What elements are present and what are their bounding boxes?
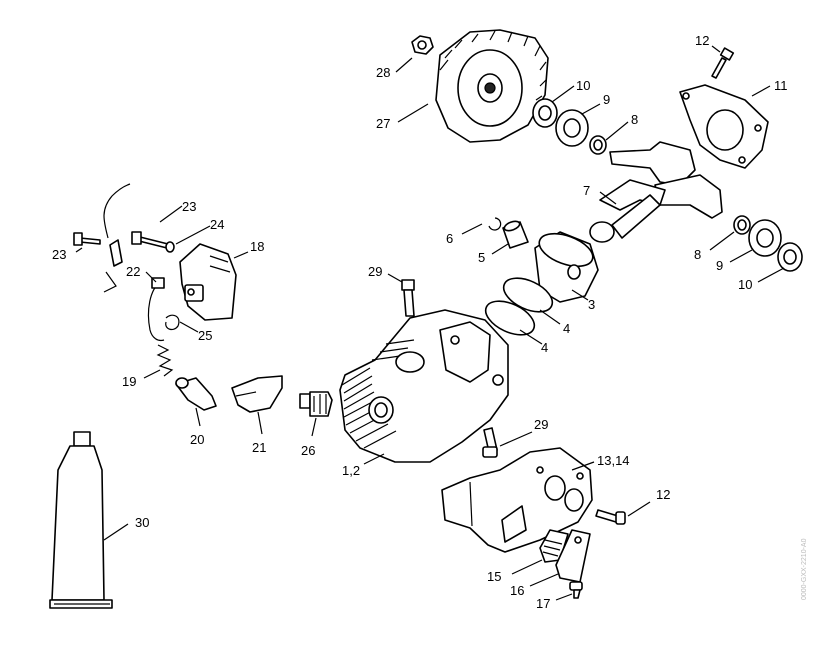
part-circlip-6 (488, 217, 502, 231)
callout-18: 18 (250, 239, 264, 254)
callout-9-lower: 9 (716, 258, 723, 273)
part-screw-23-right (131, 231, 169, 249)
part-screw-29-lower (482, 427, 498, 458)
callout-labels: 28 27 10 9 8 12 11 7 8 9 10 23 24 23 18 … (52, 33, 788, 611)
callout-25: 25 (198, 328, 212, 343)
callout-29-upper: 29 (368, 264, 382, 279)
callout-28: 28 (376, 65, 390, 80)
callout-22: 22 (126, 264, 140, 279)
part-spring-19 (156, 344, 174, 377)
part-spark-plug-26 (299, 391, 333, 417)
part-muffler-13-14 (441, 447, 593, 553)
callout-12-lower: 12 (656, 487, 670, 502)
callout-11: 11 (774, 78, 788, 93)
callout-23-left: 23 (52, 247, 66, 262)
part-ring-8-upper (589, 135, 607, 155)
callout-23-right: 23 (182, 199, 196, 214)
callout-7: 7 (583, 183, 590, 198)
callout-27: 27 (376, 116, 390, 131)
callout-4-upper: 4 (563, 321, 570, 336)
callout-10-upper: 10 (576, 78, 590, 93)
part-piston-3 (534, 231, 599, 303)
callout-17: 17 (536, 596, 550, 611)
callout-10-lower: 10 (738, 277, 752, 292)
part-screw-12-lower (595, 509, 626, 525)
callout-26: 26 (301, 443, 315, 458)
callout-13-14: 13,14 (597, 453, 630, 468)
callout-19: 19 (122, 374, 136, 389)
drawing-number-stamp: 0000-GXX-2210-A0 (801, 538, 808, 600)
callout-12-upper: 12 (695, 33, 709, 48)
leader-lines (75, 45, 785, 601)
callout-4-lower: 4 (541, 340, 548, 355)
part-ring-4-upper (502, 277, 554, 313)
part-screw-23-left (73, 232, 101, 246)
callout-6: 6 (446, 231, 453, 246)
callout-8-upper: 8 (631, 112, 638, 127)
part-crankcase-half-11 (679, 84, 769, 169)
part-spark-wire-22 (147, 277, 165, 342)
callout-20: 20 (190, 432, 204, 447)
callout-9-upper: 9 (603, 92, 610, 107)
callout-5: 5 (478, 250, 485, 265)
part-screw-17 (569, 581, 583, 599)
part-boot-20 (175, 377, 217, 411)
part-seal-10-upper (532, 98, 558, 128)
callout-15: 15 (487, 569, 501, 584)
part-ring-4-lower (484, 300, 536, 336)
part-crankshaft-7 (589, 141, 723, 243)
part-bearing-9-upper (555, 109, 589, 147)
callout-3: 3 (588, 297, 595, 312)
part-piston-pin-5 (502, 220, 529, 249)
part-nut-28 (411, 35, 434, 55)
part-seal-10-lower (777, 242, 803, 272)
part-clip-25 (165, 314, 180, 331)
callout-16: 16 (510, 583, 524, 598)
part-grease-tube-30 (49, 431, 113, 609)
part-cylinder-1-2 (339, 309, 509, 463)
part-wire-clip (103, 183, 131, 293)
callout-8-lower: 8 (694, 247, 701, 262)
part-flywheel-27 (435, 29, 549, 143)
callout-29-lower: 29 (534, 417, 548, 432)
callout-21: 21 (252, 440, 266, 455)
part-cover-16 (555, 529, 591, 583)
callout-24: 24 (210, 217, 224, 232)
callout-1-2: 1,2 (342, 463, 360, 478)
part-ring-8-lower (733, 215, 751, 235)
part-bearing-9-lower (748, 219, 782, 257)
callout-30: 30 (135, 515, 149, 530)
part-ignition-module-18 (179, 243, 237, 321)
part-washer-24 (165, 241, 175, 253)
part-cap-21 (231, 375, 283, 413)
part-screw-29-upper (401, 279, 415, 317)
part-screw-12-upper (711, 47, 735, 79)
